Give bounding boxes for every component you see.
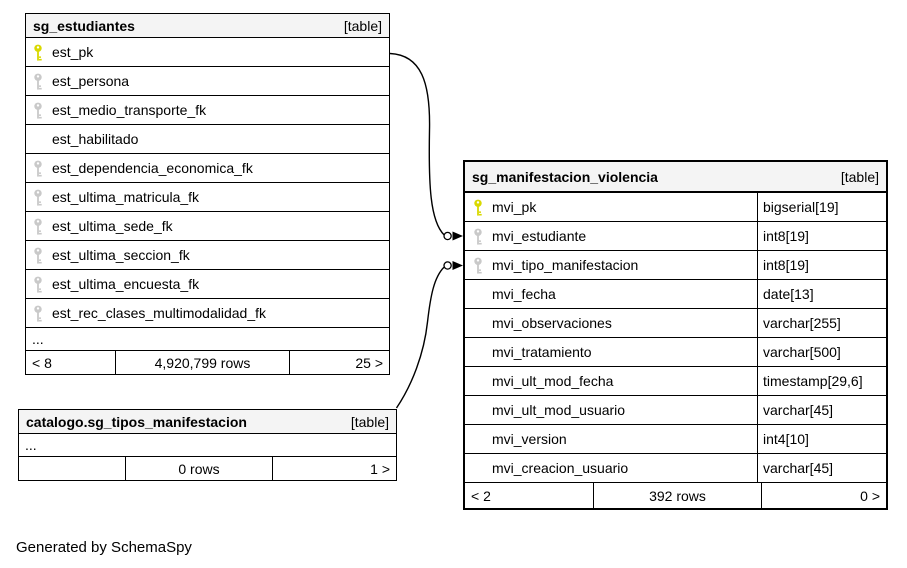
column-name: est_persona	[52, 73, 130, 89]
column-name: est_rec_clases_multimodalidad_fk	[52, 305, 266, 321]
column-type: varchar[45]	[757, 454, 886, 482]
primary-key-icon	[474, 199, 482, 216]
related-right-count: 1 >	[370, 460, 390, 477]
column-name: mvi_tratamiento	[492, 344, 592, 360]
table-title[interactable]: sg_estudiantes	[33, 17, 135, 34]
foreign-key-icon	[34, 73, 42, 90]
column-name: mvi_version	[492, 431, 567, 447]
table-footer: 0 rows 1 >	[19, 457, 396, 480]
column-type: timestamp[29,6]	[757, 367, 886, 395]
column-name: est_ultima_seccion_fk	[52, 247, 190, 263]
column-name: est_ultima_sede_fk	[52, 218, 173, 234]
hidden-columns-indicator: ...	[19, 434, 396, 457]
column-row: mvi_fecha date[13]	[465, 280, 886, 309]
table-type-badge: [table]	[350, 413, 389, 430]
foreign-key-icon	[34, 247, 42, 264]
generated-by-note: Generated by SchemaSpy	[16, 539, 192, 556]
related-right-count: 25 >	[355, 354, 383, 371]
column-row: mvi_estudiante int8[19]	[465, 222, 886, 251]
edge-circle-marker	[443, 261, 452, 270]
column-row: est_ultima_seccion_fk	[26, 241, 389, 270]
edge-circle-marker	[443, 231, 452, 241]
table-type-badge: [table]	[343, 17, 382, 34]
column-name: mvi_tipo_manifestacion	[492, 257, 639, 273]
foreign-key-icon	[34, 276, 42, 293]
column-type: int8[19]	[757, 222, 886, 250]
column-row: est_habilitado	[26, 125, 389, 154]
table-title[interactable]: catalogo.sg_tipos_manifestacion	[26, 413, 247, 430]
related-left-count	[19, 457, 125, 480]
table-header: sg_estudiantes [table]	[26, 14, 389, 38]
relationship-edge-cat-to-mvi-tipo-manifestacion	[395, 266, 445, 409]
relationship-edge-est-pk-to-mvi-estudiante	[389, 52, 445, 236]
column-row: est_medio_transporte_fk	[26, 96, 389, 125]
column-row: mvi_observaciones varchar[255]	[465, 309, 886, 338]
hidden-columns-indicator: ...	[26, 328, 389, 351]
column-name: est_ultima_matricula_fk	[52, 189, 200, 205]
column-name: mvi_fecha	[492, 286, 556, 302]
foreign-key-icon	[474, 228, 482, 245]
column-name: mvi_ult_mod_fecha	[492, 373, 614, 389]
foreign-key-icon	[474, 257, 482, 274]
table-header: catalogo.sg_tipos_manifestacion [table]	[19, 410, 396, 434]
column-row: mvi_ult_mod_usuario varchar[45]	[465, 396, 886, 425]
column-row: est_persona	[26, 67, 389, 96]
column-type: varchar[255]	[757, 309, 886, 337]
foreign-key-icon	[34, 160, 42, 177]
column-row: mvi_creacion_usuario varchar[45]	[465, 454, 886, 483]
primary-key-icon	[34, 44, 42, 61]
column-row: est_dependencia_economica_fk	[26, 154, 389, 183]
table-node-catalogo-sg-tipos-manifestacion: catalogo.sg_tipos_manifestacion [table] …	[18, 409, 397, 481]
foreign-key-icon	[34, 189, 42, 206]
column-row: mvi_ult_mod_fecha timestamp[29,6]	[465, 367, 886, 396]
table-node-sg-manifestacion-violencia: sg_manifestacion_violencia [table] mvi_p…	[463, 160, 888, 510]
column-row: est_ultima_matricula_fk	[26, 183, 389, 212]
column-row: mvi_version int4[10]	[465, 425, 886, 454]
row-count: 0 rows	[125, 457, 273, 480]
edge-arrowhead	[452, 261, 463, 270]
column-type: varchar[500]	[757, 338, 886, 366]
column-name: est_habilitado	[52, 131, 139, 147]
column-row: est_ultima_encuesta_fk	[26, 270, 389, 299]
related-left-count: < 2	[471, 487, 491, 504]
column-name: mvi_estudiante	[492, 228, 587, 244]
column-name: mvi_ult_mod_usuario	[492, 402, 626, 418]
column-name: mvi_pk	[492, 199, 537, 215]
column-type: int4[10]	[757, 425, 886, 453]
row-count: 4,920,799 rows	[115, 351, 290, 374]
column-row: mvi_pk bigserial[19]	[465, 193, 886, 222]
column-row: est_ultima_sede_fk	[26, 212, 389, 241]
column-name: est_medio_transporte_fk	[52, 102, 207, 118]
table-node-sg-estudiantes: sg_estudiantes [table] est_pk est_person…	[25, 13, 390, 375]
column-row: mvi_tratamiento varchar[500]	[465, 338, 886, 367]
foreign-key-icon	[34, 305, 42, 322]
column-name: est_dependencia_economica_fk	[52, 160, 253, 176]
column-name: est_pk	[52, 44, 94, 60]
foreign-key-icon	[34, 102, 42, 119]
column-type: date[13]	[757, 280, 886, 308]
edge-arrowhead	[452, 231, 463, 241]
related-left-count: < 8	[32, 354, 52, 371]
column-name: mvi_observaciones	[492, 315, 612, 331]
column-row: est_rec_clases_multimodalidad_fk	[26, 299, 389, 328]
table-footer: < 2 392 rows 0 >	[465, 483, 886, 508]
column-type: varchar[45]	[757, 396, 886, 424]
table-header: sg_manifestacion_violencia [table]	[465, 162, 886, 193]
column-name: mvi_creacion_usuario	[492, 460, 629, 476]
column-row: mvi_tipo_manifestacion int8[19]	[465, 251, 886, 280]
foreign-key-icon	[34, 218, 42, 235]
column-type: bigserial[19]	[757, 193, 886, 221]
related-right-count: 0 >	[860, 487, 880, 504]
row-count: 392 rows	[593, 483, 762, 508]
table-type-badge: [table]	[840, 168, 879, 185]
table-title[interactable]: sg_manifestacion_violencia	[472, 168, 658, 185]
column-name: est_ultima_encuesta_fk	[52, 276, 200, 292]
column-type: int8[19]	[757, 251, 886, 279]
table-footer: < 8 4,920,799 rows 25 >	[26, 351, 389, 374]
column-row: est_pk	[26, 38, 389, 67]
